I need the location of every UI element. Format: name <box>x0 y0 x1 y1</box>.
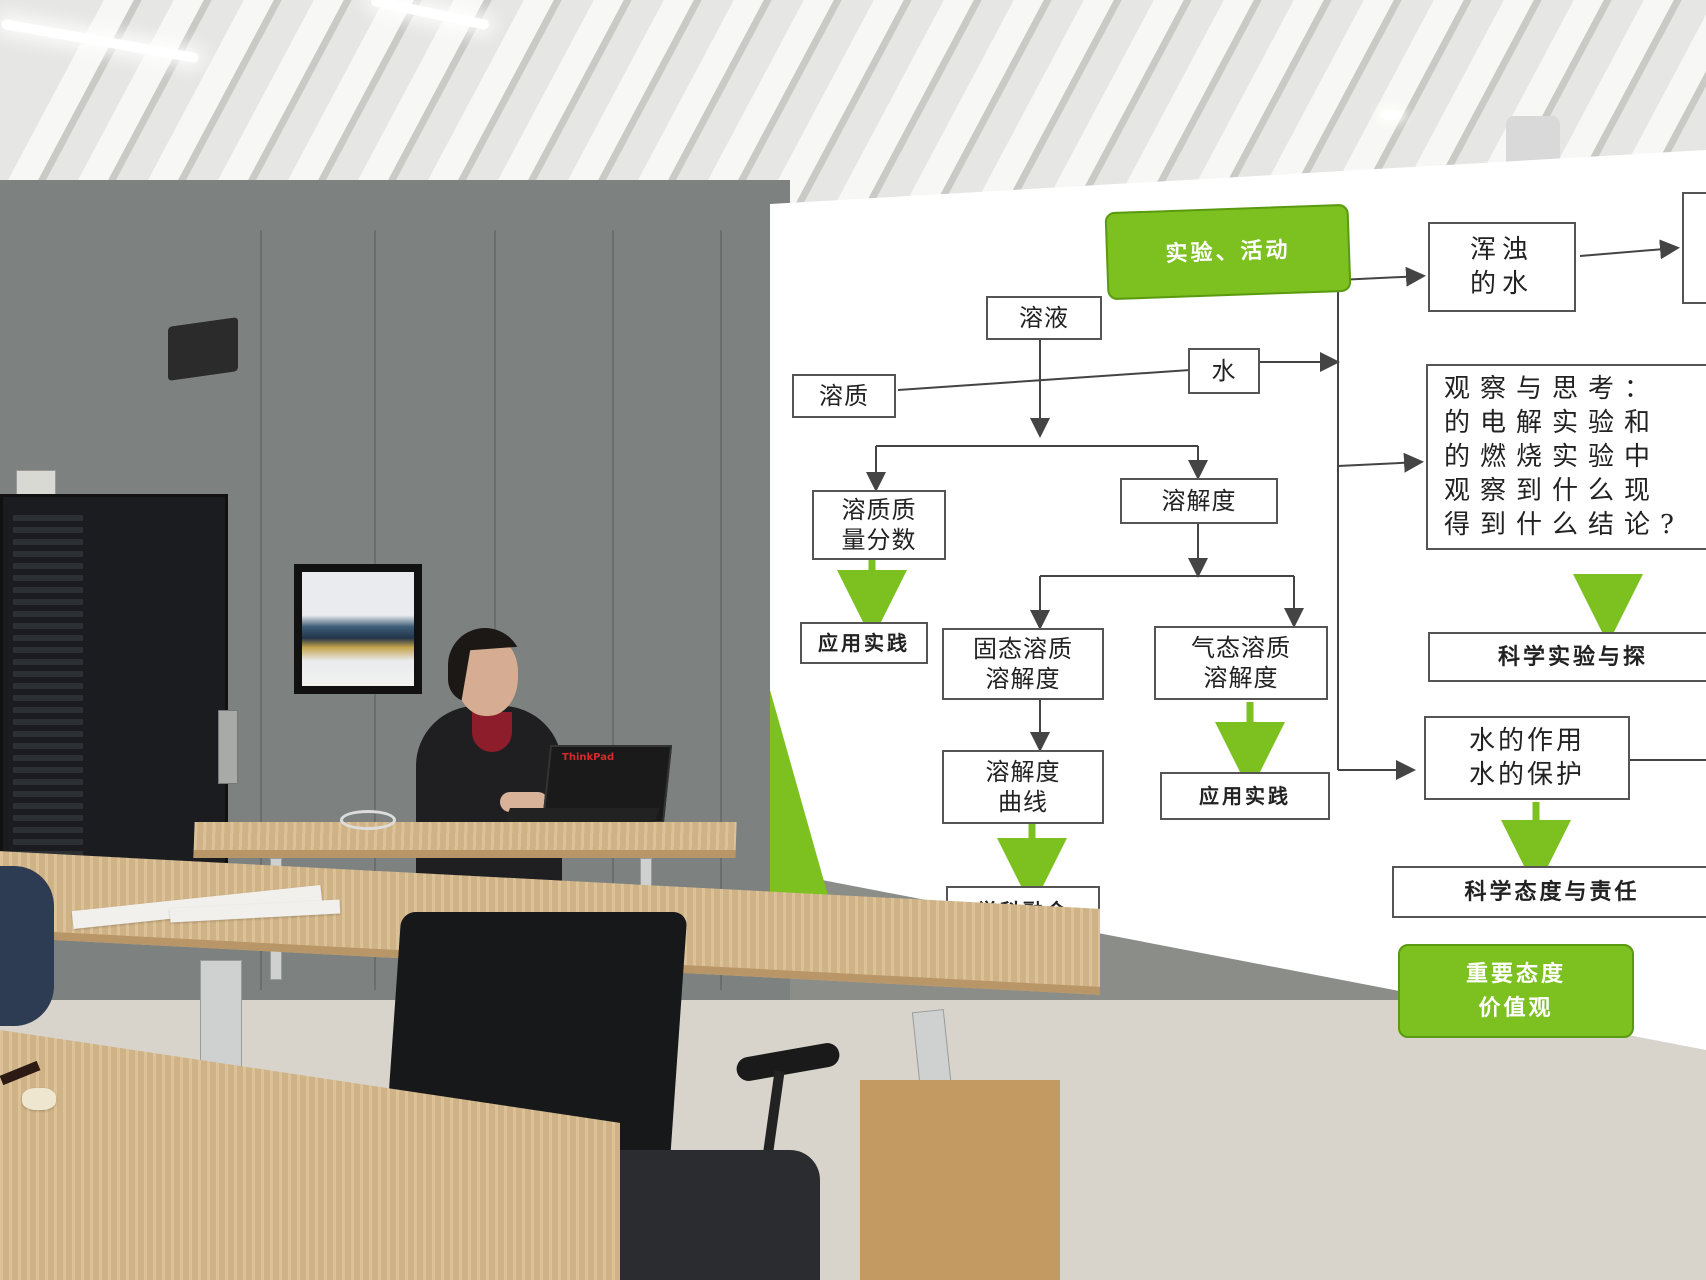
solubility-curve-box: 溶解度 曲线 <box>942 750 1104 824</box>
wall-panel-seam <box>612 230 614 990</box>
solute-box: 溶质 <box>792 374 896 418</box>
experiment-activity-tag: 实验、活动 <box>1104 203 1352 301</box>
wall-panel-seam <box>260 230 262 990</box>
mass-fraction-box: 溶质质 量分数 <box>812 490 946 560</box>
solid-solubility-box: 固态溶质 溶解度 <box>942 628 1104 700</box>
server-cabinet <box>0 494 228 900</box>
cropped-box-top-right <box>1682 192 1706 304</box>
apply-practice-box-right: 应用实践 <box>1160 772 1330 820</box>
foreground-person-arm <box>0 866 54 1026</box>
gas-solubility-box: 气态溶质 溶解度 <box>1154 626 1328 700</box>
desk-leg <box>200 960 242 1072</box>
values-tag: 重要态度 价值观 <box>1398 944 1634 1038</box>
connector-line <box>1337 266 1426 287</box>
water-role-box: 水的作用 水的保护 <box>1424 716 1630 800</box>
apply-practice-box-left: 应用实践 <box>800 622 928 664</box>
ceiling-spotlight <box>1380 110 1402 120</box>
connector-line <box>897 369 1191 391</box>
presenter-hands <box>500 792 548 812</box>
wall-switch <box>218 710 238 784</box>
connector-line <box>1579 239 1680 260</box>
presenter-desk <box>193 822 737 858</box>
observe-think-box: 观察与思考： 的电解实验和 的燃烧实验中 观察到什么现 得到什么结论? <box>1426 364 1706 550</box>
wall-panel-seam <box>494 230 496 990</box>
glasses-on-desk <box>340 810 396 830</box>
cabinet-vent-grid <box>13 511 83 881</box>
painting-canvas <box>302 572 414 686</box>
presenter-collar <box>472 712 512 752</box>
laptop-brand: ThinkPad <box>562 752 615 763</box>
landscape-painting <box>294 564 422 694</box>
science-attitude-box: 科学态度与责任 <box>1392 866 1706 918</box>
connector-line <box>1337 452 1424 473</box>
science-experiment-box: 科学实验与探 <box>1428 632 1706 682</box>
solubility-box: 溶解度 <box>1120 478 1278 524</box>
turbid-water-box: 浑浊 的水 <box>1428 222 1576 312</box>
desk-end-panel <box>860 1080 1060 1280</box>
qr-sticker <box>16 470 56 496</box>
solution-box: 溶液 <box>986 296 1102 340</box>
crumpled-paper <box>22 1088 56 1110</box>
water-box: 水 <box>1188 348 1260 394</box>
wall-panel-seam <box>720 230 722 990</box>
